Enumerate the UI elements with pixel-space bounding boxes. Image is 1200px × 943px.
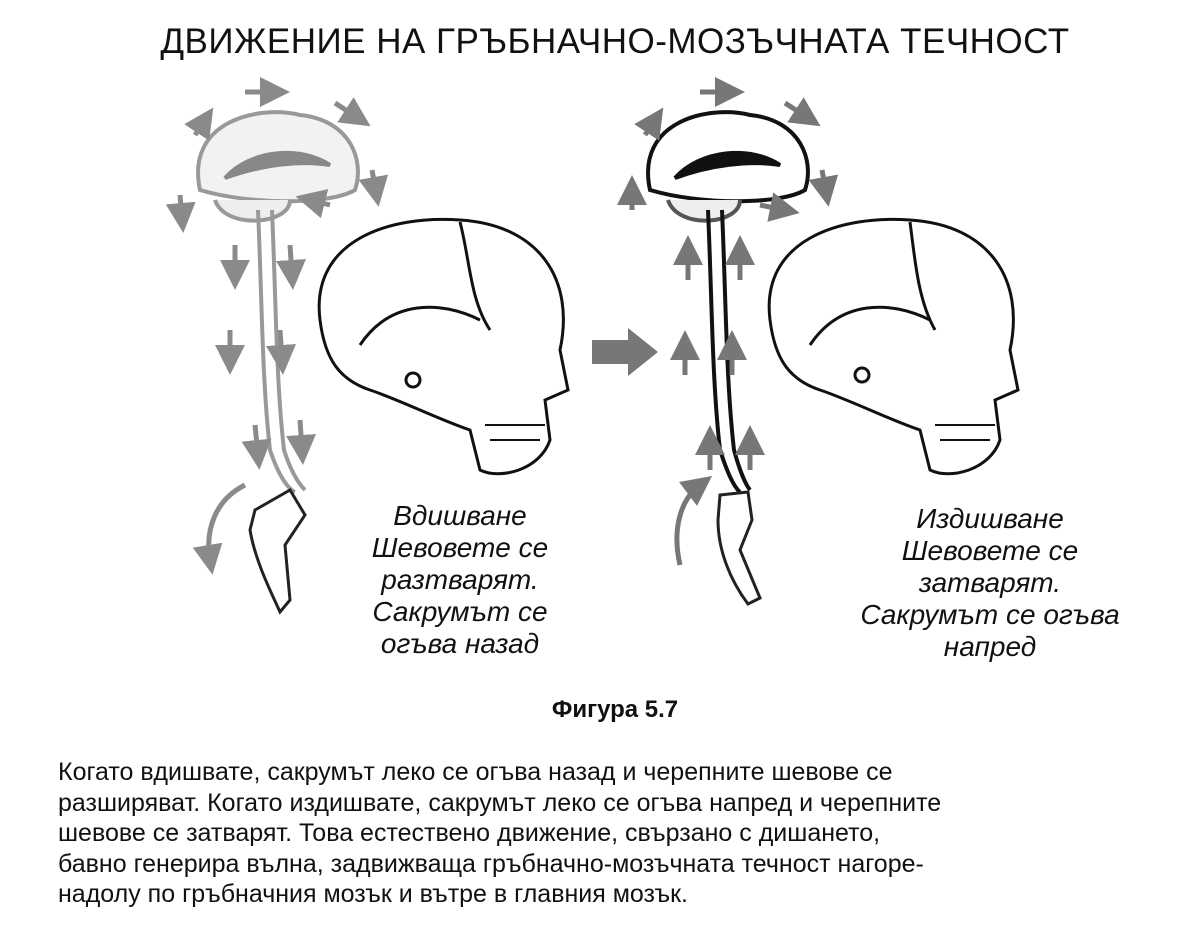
sacrum-exhale [716,490,762,606]
caption-line: шевове се затварят. Това естествено движ… [58,819,881,847]
caption-line: бавно генерира вълна, задвижваща гръбнач… [58,849,924,878]
label-line: Издишване [916,503,1064,534]
label-line: Сакрумът се [372,596,548,627]
skull-inhale [317,217,570,476]
label-line: Сакрумът се огъва [860,599,1120,630]
caption-line: Когато вдишвате, сакрумът леко се огъва … [58,758,893,786]
label-line: напред [943,631,1037,662]
figure-number: Фигура 5.7 [551,696,679,723]
label-line: затварят. [918,567,1062,598]
label-line: разтварят. [381,564,539,595]
flow-arrows-exhale [617,77,839,566]
figure-title: ДВИЖЕНИЕ НА ГРЪБНАЧНО-МОЗЪЧНАТА ТЕЧНОСТ [160,22,1070,61]
label-line: огъва назад [380,628,540,659]
label-line: Вдишване [393,500,527,531]
caption-line: надолу по гръбначния мозък и вътре в гла… [58,880,688,908]
caption-line: разширяват. Когато издишвате, сакрумът л… [58,788,942,817]
flow-arrows-inhale [165,77,389,575]
transition-arrow [592,328,658,376]
skull-exhale [767,217,1020,476]
brain-spine-exhale [646,110,810,494]
exhale-label: Издишване Шевовете се затварят. Сакрумът… [830,503,1150,663]
brain-spine-inhale [196,110,360,494]
figure-caption: Когато вдишвате, сакрумът леко се огъва … [58,757,941,910]
label-line: Шевовете се [901,535,1079,566]
inhale-label: Вдишване Шевовете се разтварят. Сакрумът… [330,500,590,660]
sacrum-inhale [248,487,307,615]
csf-movement-illustration [165,77,1020,615]
label-line: Шевовете се [371,532,549,563]
